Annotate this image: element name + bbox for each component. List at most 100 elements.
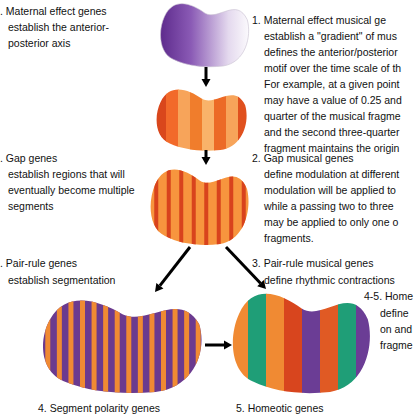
embryo-stripe — [217, 163, 221, 246]
embryo-band — [154, 84, 167, 152]
embryo-band — [320, 286, 339, 394]
embryo-shape — [230, 286, 375, 394]
text-line: may be applied to only one o — [264, 214, 399, 230]
embryo-band — [238, 84, 251, 152]
text-line: For example, at a given point — [264, 76, 402, 92]
text-line: 4-5. Home — [364, 288, 413, 304]
label-heading: 4. Segment polarity genes — [38, 400, 160, 416]
embryo-shape — [154, 84, 251, 152]
label-text: define on and fragme — [380, 305, 413, 353]
text-line: on and — [380, 321, 413, 337]
label-heading: 2. Gap musical genes — [252, 150, 354, 166]
text-line: establish the anterior- — [8, 19, 109, 35]
embryo-shape — [148, 163, 252, 246]
embryo-stripe — [161, 293, 166, 394]
text-line: 1. Maternal effect musical ge — [252, 12, 386, 28]
label-heading: 4-5. Home — [364, 288, 413, 304]
text-line: define rhythmic contractions — [264, 272, 395, 288]
label-text: define rhythmic contractions — [264, 272, 395, 288]
embryo-stripe — [138, 293, 143, 394]
arrow-shaft — [205, 150, 208, 157]
label-heading: . Maternal effect genes — [0, 3, 107, 19]
embryo-stripe — [115, 293, 120, 394]
text-line: quarter of the musical fragme — [264, 108, 402, 124]
embryo-fill — [148, 163, 252, 246]
arrow-shaft — [205, 344, 224, 347]
embryo-stripe — [184, 293, 189, 394]
arrow-head — [224, 341, 232, 350]
embryo-stripe — [204, 163, 208, 246]
text-line: . Maternal effect genes — [0, 3, 107, 19]
embryo-band — [338, 286, 357, 394]
text-line: motif over the time scale of th — [264, 60, 402, 76]
label-heading: . Gap genes — [0, 150, 57, 166]
label-text: establish a "gradient" of mus defines th… — [264, 28, 402, 156]
embryo-outline — [161, 4, 249, 67]
embryo-shape — [158, 0, 252, 68]
embryo-stripe — [68, 293, 73, 394]
arrow-shaft — [205, 67, 208, 79]
embryo-band — [202, 84, 215, 152]
text-line: 4. Segment polarity genes — [38, 400, 160, 416]
text-line: 3. Pair-rule musical genes — [252, 255, 373, 271]
label-text: establish the anterior- posterior axis — [8, 19, 109, 51]
embryo-stripe — [179, 163, 183, 246]
embryo-band — [230, 286, 249, 394]
text-line: and the second three-quarter — [264, 124, 402, 140]
text-line: 2. Gap musical genes — [252, 150, 354, 166]
text-line: define modulation at different — [264, 166, 399, 182]
label-text: establish regions that will eventually b… — [8, 166, 135, 214]
embryo-band — [302, 286, 321, 394]
embryo-stripe — [149, 293, 154, 394]
arrow-head — [155, 283, 163, 292]
text-line: eventually become multiple — [8, 182, 135, 198]
label-heading: 1. Maternal effect musical ge — [252, 12, 386, 28]
text-line: may have a value of 0.25 and — [264, 92, 402, 108]
embryo-band — [266, 286, 285, 394]
embryo-band — [166, 84, 179, 152]
label-heading: . Pair-rule genes — [0, 255, 77, 271]
embryo-stripe — [229, 163, 233, 246]
embryo-band — [226, 84, 239, 152]
embryo-stripe — [242, 163, 246, 246]
text-line: establish regions that will — [8, 166, 135, 182]
text-line: 5. Homeotic genes — [236, 400, 324, 416]
text-line: define — [380, 305, 413, 321]
label-text: define modulation at different modulatio… — [264, 166, 399, 246]
text-line: posterior axis — [8, 35, 109, 51]
embryo-shape — [40, 293, 206, 394]
embryo-stripe — [57, 293, 62, 394]
text-line: fragments. — [264, 230, 399, 246]
text-line: segments — [8, 198, 135, 214]
embryo-fill — [158, 0, 252, 68]
embryo-stripe — [80, 293, 85, 394]
text-line: fragme — [380, 337, 413, 353]
embryo-band — [178, 84, 191, 152]
embryo-stripe — [92, 293, 97, 394]
arrow-head — [202, 79, 211, 87]
embryo-stripe — [154, 163, 158, 246]
embryo-stripe — [167, 163, 171, 246]
arrow-shaft — [160, 247, 190, 286]
embryo-stripe — [196, 293, 201, 394]
text-line: establish segmentation — [8, 272, 115, 288]
embryo-band — [284, 286, 303, 394]
embryo-stripe — [45, 293, 50, 394]
embryo-fill — [40, 293, 206, 394]
embryo-band — [248, 286, 267, 394]
embryo-band — [190, 84, 203, 152]
text-line: while a passing two to three — [264, 198, 399, 214]
text-line: establish a "gradient" of mus — [264, 28, 402, 44]
text-line: modulation will be applied to — [264, 182, 399, 198]
arrow-head — [202, 157, 211, 165]
embryo-band — [356, 286, 375, 394]
embryo-stripe — [173, 293, 178, 394]
label-text: establish segmentation — [8, 272, 115, 288]
embryo-band — [214, 84, 227, 152]
embryo-stripe — [192, 163, 196, 246]
text-line: . Pair-rule genes — [0, 255, 77, 271]
embryo-stripe — [126, 293, 131, 394]
label-heading: 3. Pair-rule musical genes — [252, 255, 373, 271]
text-line: . Gap genes — [0, 150, 57, 166]
